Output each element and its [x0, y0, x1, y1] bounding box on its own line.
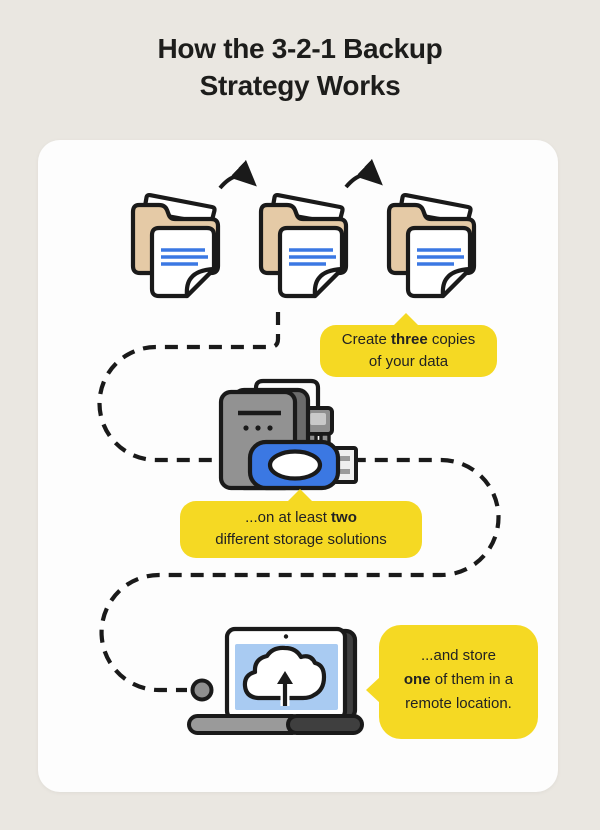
- bubble-line: Create three copies: [320, 329, 497, 351]
- laptop-cloud-upload-icon: [187, 626, 364, 735]
- bubble-emphasis: three: [390, 331, 428, 348]
- title-line-2: Strategy Works: [199, 70, 401, 101]
- bubble-remote-location: ...and store one of them in a remote loc…: [366, 625, 538, 739]
- bubble-emphasis: two: [331, 509, 357, 526]
- bubble-tail-left: [366, 677, 380, 703]
- folder-with-document-icon-1: [133, 195, 218, 296]
- drive-led-dot-2: [255, 425, 261, 431]
- bubble-line: ...and store: [420, 647, 497, 664]
- page-title: How the 3-2-1 Backup Strategy Works: [0, 30, 600, 104]
- drive-led-dot-1: [243, 425, 249, 431]
- bubble-emphasis: one: [403, 671, 431, 688]
- bubble-text: Create: [341, 331, 391, 348]
- laptop-base-dark: [286, 714, 364, 735]
- bubble-tail-up: [286, 489, 314, 503]
- laptop-camera-dot: [283, 634, 289, 639]
- bubble-text: ...on at least: [245, 509, 332, 526]
- upload-arrow-head: [277, 671, 293, 684]
- curved-arrow-icon-1: [218, 159, 257, 190]
- drive-led-dot-3: [267, 425, 273, 431]
- usb-connector-slot-1: [340, 456, 350, 461]
- bubble-create-three-copies: Create three copies of your data: [320, 313, 497, 377]
- bubble-line: remote location.: [405, 695, 512, 712]
- usb-connector-slot-2: [340, 469, 350, 474]
- bubble-line: of your data: [368, 353, 449, 370]
- bubble-text: of them in a: [430, 671, 514, 688]
- usb-plug-inner: [310, 413, 326, 425]
- usb-body-oval: [267, 449, 323, 481]
- usb-cable: [253, 378, 321, 408]
- title-line-1: How the 3-2-1 Backup: [157, 33, 443, 64]
- bubble-line: ...on at least two: [180, 507, 422, 529]
- bubble-line: one of them in a: [379, 668, 538, 692]
- bubble-line: different storage solutions: [215, 531, 387, 548]
- folder-with-document-icon-2: [261, 195, 346, 296]
- bubble-two-storage-solutions: ...on at least two different storage sol…: [180, 489, 422, 558]
- bubble-tail-up: [392, 313, 420, 327]
- curved-arrow-icon-2: [344, 158, 383, 189]
- usb-flash-drive-icon: [247, 439, 358, 491]
- bubble-text: copies: [427, 331, 476, 348]
- folder-with-document-icon-3: [389, 195, 474, 296]
- laptop-base: [187, 714, 303, 735]
- dashed-route-path: [97, 312, 501, 693]
- path-end-dot: [190, 678, 214, 702]
